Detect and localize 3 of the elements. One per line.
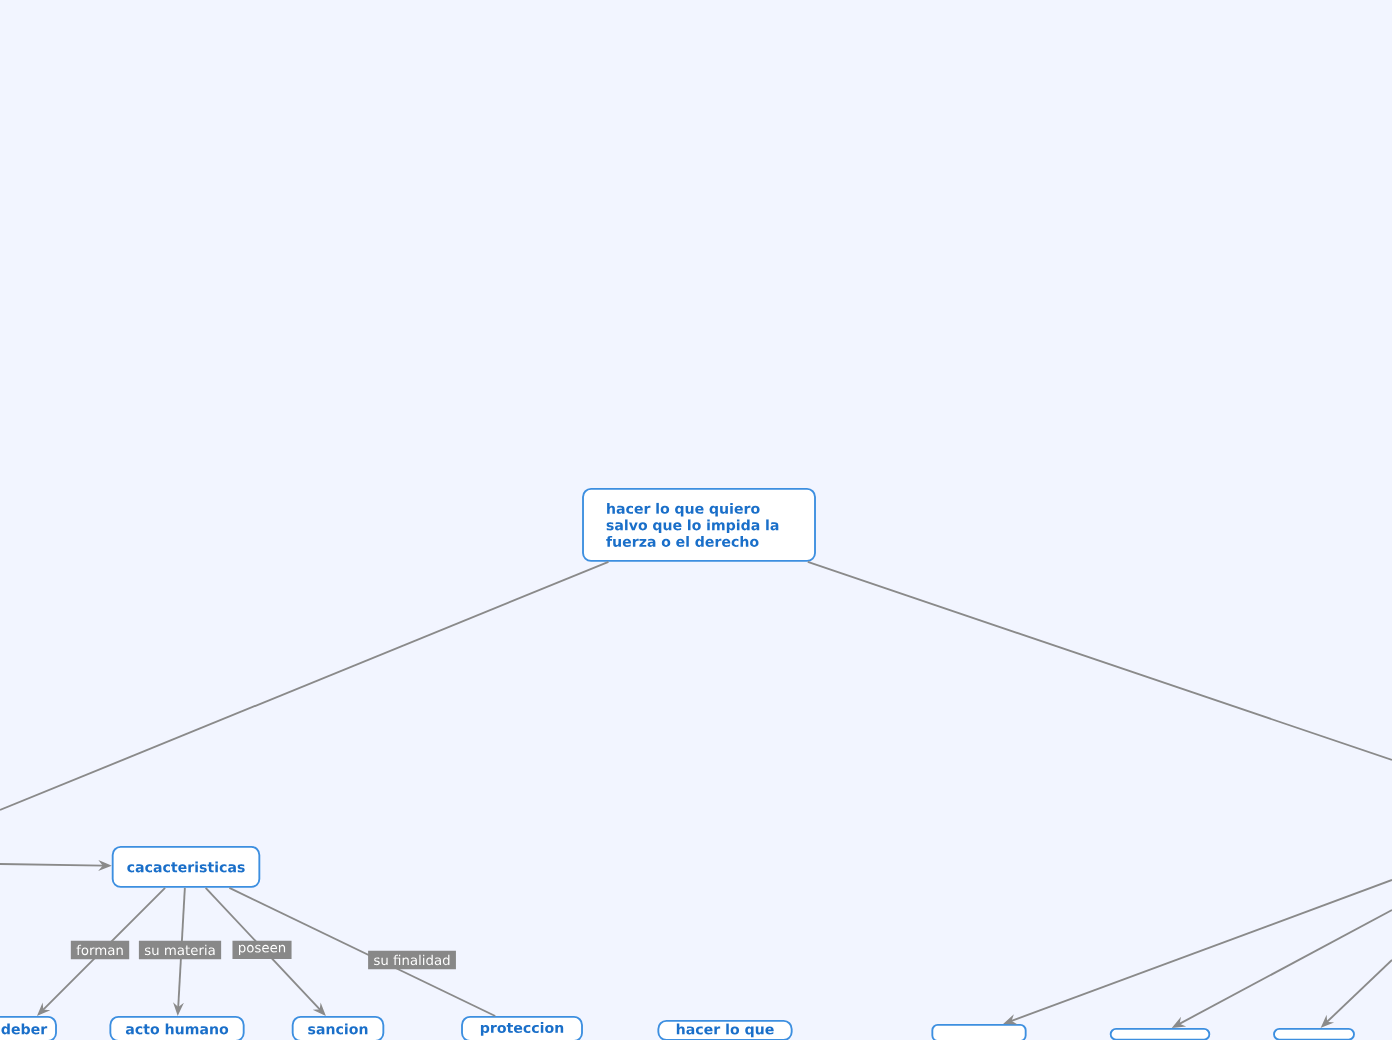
empty-box	[1109, 1027, 1211, 1040]
empty-box	[1273, 1027, 1355, 1040]
empty-box	[931, 1023, 1027, 1040]
